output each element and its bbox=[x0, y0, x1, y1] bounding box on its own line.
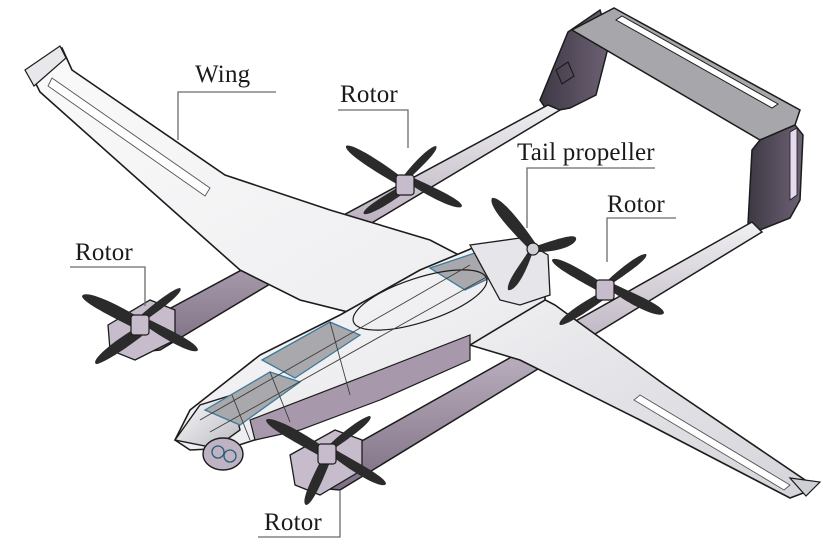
leader-rotor-bottom bbox=[258, 490, 341, 538]
leader-rotor-top bbox=[338, 109, 409, 148]
leader-tail-propeller bbox=[526, 167, 655, 228]
label-rotor-left: Rotor bbox=[75, 239, 133, 266]
label-wing: Wing bbox=[195, 61, 251, 88]
rotor-left bbox=[82, 288, 198, 364]
leader-rotor-left bbox=[70, 266, 146, 306]
rotor-top bbox=[345, 145, 462, 215]
leader-wing bbox=[177, 91, 276, 140]
rotor-right bbox=[552, 253, 664, 326]
label-tail-propeller: Tail propeller bbox=[517, 139, 655, 166]
label-rotor-right: Rotor bbox=[607, 191, 665, 218]
leader-lines bbox=[70, 91, 676, 538]
tail-propeller bbox=[491, 197, 577, 291]
leader-rotor-right bbox=[606, 217, 676, 262]
tail-assembly bbox=[539, 7, 804, 231]
label-rotor-bottom: Rotor bbox=[264, 509, 322, 536]
rotor-bottom bbox=[266, 416, 386, 505]
label-rotor-top: Rotor bbox=[340, 81, 398, 108]
